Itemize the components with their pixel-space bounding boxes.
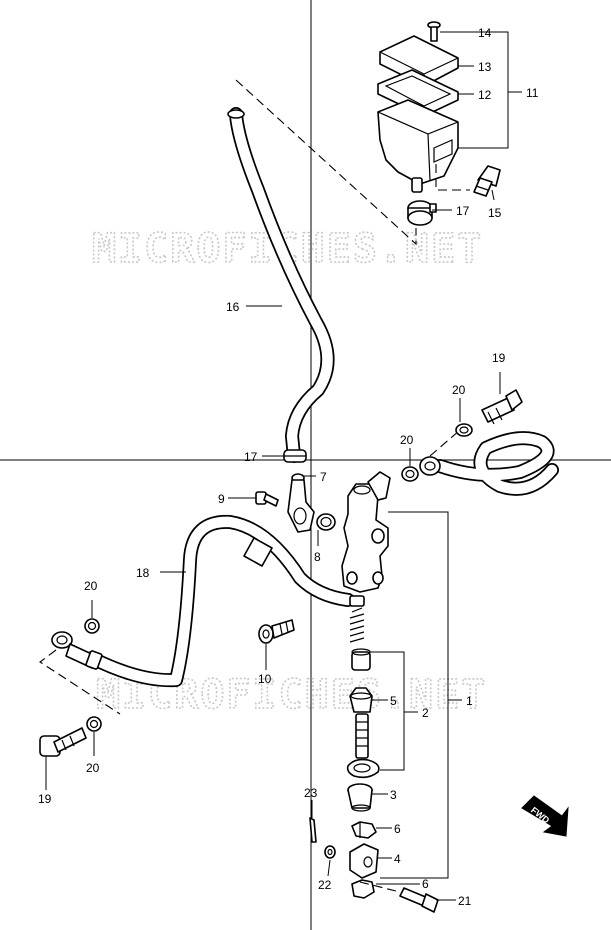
- fitting-screw: [255, 491, 279, 507]
- reservoir-hose-end: [227, 109, 245, 119]
- guide-line-reservoir: [235, 79, 417, 246]
- master-cylinder-mount-bolt: [258, 619, 295, 644]
- guide-line-pin: [359, 881, 401, 893]
- brake-hose-sleeve: [243, 537, 273, 567]
- brake-hose: [85, 514, 355, 688]
- callout-18: 18: [136, 566, 150, 580]
- hose-clamp-bottom: [283, 449, 307, 463]
- fitting-o-ring: [316, 513, 336, 531]
- callout-1: 1: [466, 694, 473, 708]
- fwd-arrow-icon: FWD: [521, 795, 569, 837]
- brake-hose-banjo-right: [419, 456, 441, 476]
- reservoir-mount-bolt: [473, 165, 501, 197]
- callout-14: 14: [478, 26, 492, 40]
- piston-spring: [349, 595, 365, 643]
- callout-5: 5: [390, 694, 397, 708]
- callout-6-lower: 6: [422, 877, 429, 891]
- callout-20-top: 20: [452, 383, 466, 397]
- callout-2: 2: [422, 706, 429, 720]
- boot: [347, 783, 373, 812]
- washer-right: [401, 466, 419, 482]
- clevis: [349, 843, 379, 879]
- callout-19-bottom: 19: [38, 792, 52, 806]
- reservoir-body: [377, 99, 459, 193]
- washer-small: [324, 845, 336, 859]
- washer-top-right: [455, 423, 473, 437]
- union-bolt-left: [39, 727, 87, 757]
- hose-clamp-top: [407, 200, 437, 226]
- callout-17-mid: 17: [244, 450, 258, 464]
- piston-cup: [351, 648, 371, 671]
- callout-15: 15: [488, 206, 502, 220]
- lock-nut-upper: [351, 821, 377, 839]
- callout-21: 21: [458, 894, 472, 908]
- circlip: [346, 758, 380, 779]
- cotter-pin: [309, 817, 317, 843]
- callout-22: 22: [318, 878, 332, 892]
- callout-6-upper: 6: [394, 822, 401, 836]
- reservoir-diaphragm: [377, 69, 459, 117]
- brake-hose-banjo-left: [51, 631, 103, 670]
- callout-12: 12: [478, 88, 492, 102]
- piston-seal: [349, 687, 373, 713]
- guide-line-bolt: [435, 164, 470, 191]
- callout-19-top: 19: [492, 351, 506, 365]
- piston-rod: [355, 713, 369, 759]
- leader-lines: [45, 31, 522, 901]
- washer-left-bottom: [86, 716, 102, 732]
- union-bolt-right: [481, 389, 523, 425]
- callout-20-left-bottom: 20: [86, 761, 100, 775]
- callout-10: 10: [258, 672, 272, 686]
- washer-left-top: [84, 618, 100, 634]
- callout-7: 7: [320, 470, 327, 484]
- guide-line-left-banjo: [39, 649, 121, 715]
- callout-16: 16: [226, 300, 240, 314]
- callout-9: 9: [218, 492, 225, 506]
- reservoir-cap: [379, 35, 459, 87]
- guide-line-right-banjo: [429, 429, 461, 457]
- callout-3: 3: [390, 788, 397, 802]
- callout-23: 23: [304, 786, 318, 800]
- callout-17-top: 17: [456, 204, 470, 218]
- callout-11: 11: [526, 86, 539, 100]
- clevis-pin: [399, 887, 439, 913]
- callout-20-mid: 20: [400, 433, 414, 447]
- callout-4: 4: [394, 852, 401, 866]
- hose-fitting: [287, 473, 315, 533]
- master-cylinder-body: [341, 471, 391, 593]
- callout-20-left-top: 20: [84, 579, 98, 593]
- callout-8: 8: [314, 550, 321, 564]
- callout-13: 13: [478, 60, 492, 74]
- reservoir-cap-screw: [427, 21, 441, 42]
